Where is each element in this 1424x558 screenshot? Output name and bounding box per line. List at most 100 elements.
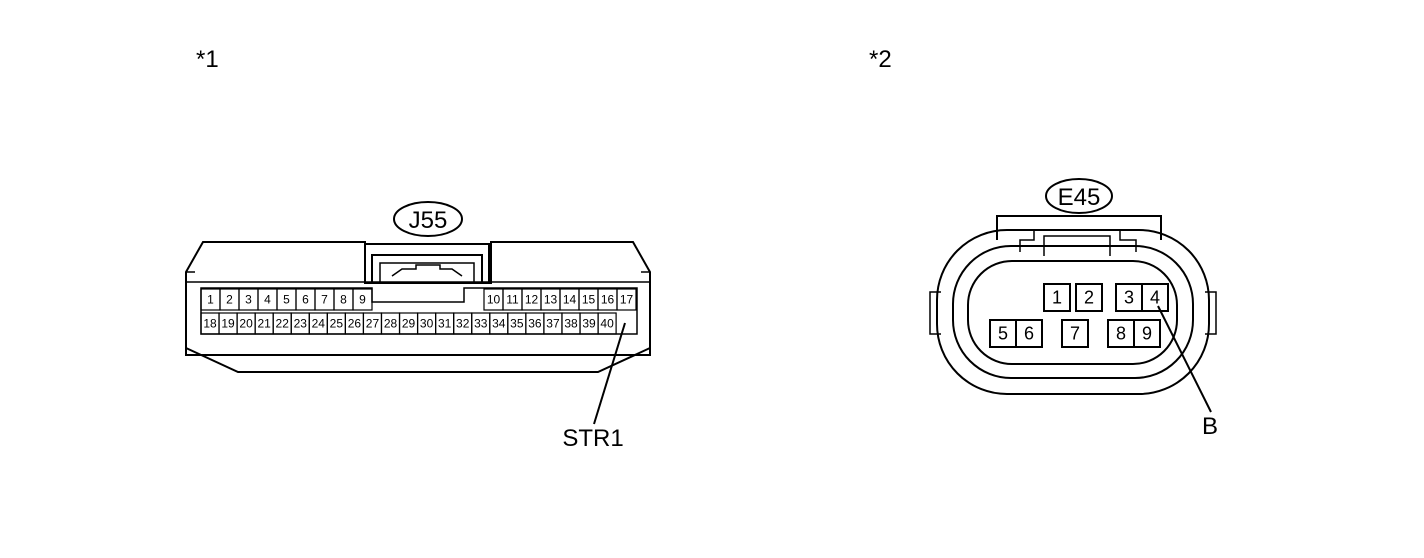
j55-pin-label: 21 <box>257 317 271 331</box>
j55-pin-40: 40 <box>597 312 617 335</box>
j55-pin-label: 38 <box>564 317 578 331</box>
j55-pin-label: 20 <box>239 317 253 331</box>
connector2-marker: *2 <box>869 46 892 73</box>
j55-pin-label: 33 <box>474 317 488 331</box>
j55-pin-label: 13 <box>544 293 558 307</box>
j55-pin-3: 3 <box>238 288 259 311</box>
connector1-housing <box>185 241 651 356</box>
connector1-id-ellipse <box>393 201 463 237</box>
j55-pin-box <box>597 312 617 335</box>
j55-pin-8: 8 <box>333 288 354 311</box>
connector1-callout-line <box>593 322 626 425</box>
j55-pin-1: 1 <box>200 288 221 311</box>
connector1-marker: *1 <box>196 46 219 73</box>
j55-pin-9: 9 <box>352 288 373 311</box>
e45-pin-4: 4 <box>1141 283 1169 312</box>
e45-pin-box <box>1061 319 1089 348</box>
j55-pin-22: 22 <box>272 312 292 335</box>
e45-pin-label: 5 <box>998 324 1008 344</box>
j55-pin-12: 12 <box>521 288 542 311</box>
j55-pin-label: 40 <box>600 317 614 331</box>
j55-pin-34: 34 <box>489 312 509 335</box>
j55-pin-28: 28 <box>380 312 401 335</box>
j55-pin-label: 4 <box>264 293 271 307</box>
j55-pin-label: 22 <box>276 317 290 331</box>
e45-pin-box <box>1015 319 1043 348</box>
j55-pin-23: 23 <box>290 312 310 335</box>
j55-pin-label: 10 <box>487 293 501 307</box>
j55-pin-27: 27 <box>362 312 383 335</box>
j55-pin-label: 31 <box>438 317 452 331</box>
j55-pin-26: 26 <box>344 312 364 335</box>
j55-pin-label: 32 <box>456 317 470 331</box>
j55-pin-20: 20 <box>236 312 256 335</box>
e45-pin-label: 3 <box>1124 288 1134 308</box>
j55-pin-label: 16 <box>601 293 615 307</box>
j55-pin-label: 37 <box>546 317 560 331</box>
j55-pin-24: 24 <box>308 312 328 335</box>
e45-pin-label: 9 <box>1142 324 1152 344</box>
e45-pin-5: 5 <box>989 319 1017 348</box>
j55-pin-2: 2 <box>219 288 240 311</box>
j55-pin-label: 35 <box>510 317 524 331</box>
e45-pin-7: 7 <box>1061 319 1089 348</box>
j55-pin-label: 39 <box>582 317 596 331</box>
connector2-callout: B <box>1202 413 1218 440</box>
connector2-id: E45 <box>1058 184 1101 211</box>
j55-pin-35: 35 <box>507 312 527 335</box>
j55-pin-29: 29 <box>398 312 419 335</box>
e45-pin-box <box>1043 283 1071 312</box>
j55-pin-label: 9 <box>359 293 366 307</box>
e45-pin-box <box>1133 319 1161 348</box>
j55-pin-box <box>352 288 373 311</box>
j55-pin-label: 8 <box>340 293 347 307</box>
e45-pin-2: 2 <box>1075 283 1103 312</box>
e45-pin-box <box>1141 283 1169 312</box>
j55-pin-label: 29 <box>402 317 416 331</box>
j55-pin-14: 14 <box>559 288 580 311</box>
connector2-callout-line <box>1157 305 1212 413</box>
j55-pin-19: 19 <box>218 312 238 335</box>
e45-pin-3: 3 <box>1115 283 1143 312</box>
e45-pin-label: 8 <box>1116 324 1126 344</box>
j55-pin-36: 36 <box>525 312 545 335</box>
j55-pin-label: 12 <box>525 293 539 307</box>
j55-pin-label: 1 <box>207 293 214 307</box>
j55-pin-10: 10 <box>483 288 504 311</box>
j55-pin-25: 25 <box>326 312 346 335</box>
connector1-id: J55 <box>409 207 448 234</box>
j55-pin-label: 27 <box>366 317 380 331</box>
j55-pin-label: 11 <box>506 293 519 307</box>
j55-pin-17: 17 <box>616 288 637 311</box>
e45-pin-label: 2 <box>1084 288 1094 308</box>
e45-pin-box <box>1075 283 1103 312</box>
j55-pin-label: 34 <box>492 317 506 331</box>
j55-pin-label: 19 <box>221 317 235 331</box>
j55-pin-label: 36 <box>528 317 542 331</box>
j55-pin-39: 39 <box>579 312 599 335</box>
j55-pin-label: 30 <box>420 317 434 331</box>
j55-pin-33: 33 <box>471 312 491 335</box>
e45-pin-label: 7 <box>1070 324 1080 344</box>
e45-pin-label: 1 <box>1052 288 1062 308</box>
e45-pin-9: 9 <box>1133 319 1161 348</box>
connector2-id-ellipse <box>1045 178 1113 214</box>
j55-pin-label: 7 <box>321 293 328 307</box>
j55-pin-13: 13 <box>540 288 561 311</box>
j55-pin-30: 30 <box>417 312 437 335</box>
j55-pin-11: 11 <box>502 288 523 311</box>
j55-pin-21: 21 <box>254 312 274 335</box>
j55-pin-label: 24 <box>312 317 326 331</box>
j55-pin-label: 25 <box>330 317 344 331</box>
j55-pin-15: 15 <box>578 288 599 311</box>
j55-pin-label: 18 <box>203 317 217 331</box>
j55-pin-18: 18 <box>200 312 220 335</box>
j55-pin-box <box>616 288 637 311</box>
j55-pin-label: 2 <box>226 293 233 307</box>
j55-pin-label: 6 <box>302 293 309 307</box>
connector1-skirt <box>185 347 651 373</box>
